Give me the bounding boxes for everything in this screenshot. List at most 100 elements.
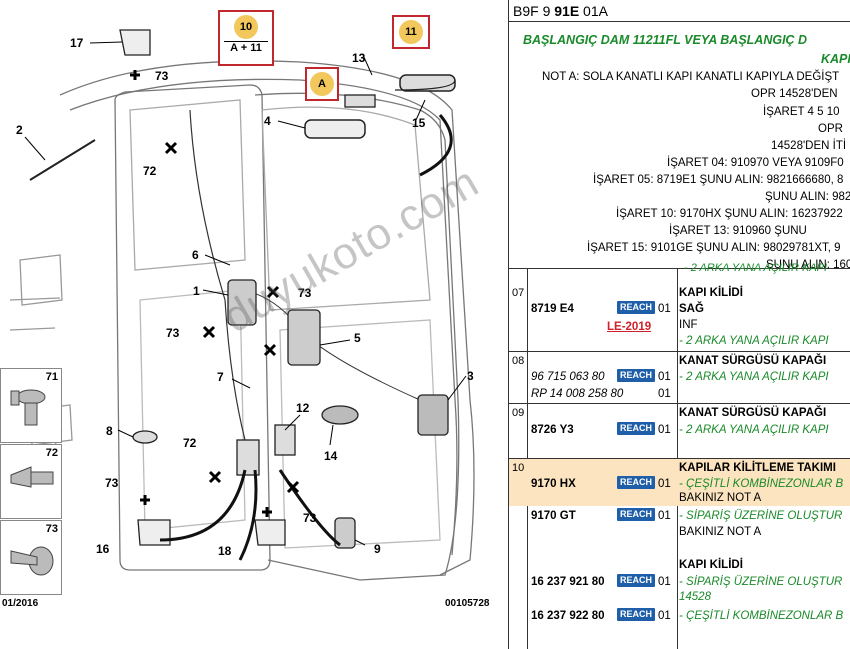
door-left-outline <box>114 84 271 571</box>
notes-section: BAŞLANGIÇ DAM 11211FL VEYA BAŞLANGIÇ D K… <box>509 22 850 268</box>
parts-table: - 2 ARKA YANA AÇILIR KAPI 07 8719 E4 REA… <box>509 262 850 649</box>
callout: 73 <box>105 476 119 490</box>
parts-panel: B9F 9 91E 01A BAŞLANGIÇ DAM 11211FL VEYA… <box>508 0 850 649</box>
desc-line: - ÇEŞİTLİ KOMBİNEZONLAR B <box>679 610 844 622</box>
diagram-date: 01/2016 <box>2 598 39 609</box>
window-right <box>261 106 431 311</box>
ref-box-a: A <box>305 67 339 101</box>
desc-line: - 2 ARKA YANA AÇILIR KAPI <box>679 424 829 436</box>
ref-badge-10: 10 <box>234 15 258 39</box>
table-row[interactable]: 16 237 922 80 REACH 01 - ÇEŞİTLİ KOMBİNE… <box>509 608 850 649</box>
reach-badge: REACH <box>617 574 655 587</box>
callout: 73 <box>303 511 317 525</box>
callout: 12 <box>296 401 310 415</box>
legend-num: 73 <box>45 523 58 535</box>
desc-line: - SİPARİŞ ÜZERİNE OLUŞTUR <box>679 510 843 522</box>
note-line: ŞUNU ALIN: 982 <box>765 191 850 203</box>
part-number: 8719 E4 <box>531 303 574 315</box>
quantity: 01 <box>658 303 671 315</box>
note-line: 14528'DEN İTİ <box>771 140 847 152</box>
screw-icon <box>10 466 54 488</box>
desc-line: BAKINIZ NOT A <box>679 526 762 538</box>
callout: 5 <box>354 331 361 345</box>
reach-badge: REACH <box>617 422 655 435</box>
callout: 15 <box>412 116 426 130</box>
part-number: 8726 Y3 <box>531 424 574 436</box>
callout: 6 <box>192 248 199 262</box>
callout: 72 <box>183 436 197 450</box>
callout: 9 <box>374 542 381 556</box>
part-title: KANAT SÜRGÜSÜ KAPAĞI <box>679 407 827 419</box>
callout: 13 <box>352 51 366 65</box>
part-title: KAPI KİLİDİ <box>679 559 743 571</box>
part-title: KANAT SÜRGÜSÜ KAPAĞI <box>679 355 827 367</box>
note-line: İŞARET 4 5 10 <box>763 106 840 118</box>
reach-badge: REACH <box>617 301 655 314</box>
callout: 73 <box>155 69 169 83</box>
screw-icon <box>10 546 54 576</box>
table-row[interactable]: 16 237 921 80 REACH 01 - SİPARİŞ ÜZERİNE… <box>509 574 850 608</box>
quantity: 01 <box>658 610 671 622</box>
callout: 3 <box>467 369 474 383</box>
reach-badge: REACH <box>617 508 655 521</box>
reference-title: B9F 9 91E 01A <box>509 0 850 22</box>
callout: 72 <box>143 164 157 178</box>
legend-num: 72 <box>45 447 58 459</box>
screw-icon <box>10 389 46 426</box>
note-line: İŞARET 10: 9170HX ŞUNU ALIN: 16237922 <box>616 208 843 220</box>
part-title: KAPILAR KİLİTLEME TAKIMI <box>679 462 836 474</box>
note-line: NOT A: SOLA KANATLI KAPI KANATLI KAPIYLA… <box>542 71 840 83</box>
reach-badge: REACH <box>617 608 655 621</box>
row-index: 09 <box>512 407 525 419</box>
callout: 4 <box>264 114 271 128</box>
note-line: OPR 14528'DEN <box>751 88 838 100</box>
ref-box-10: 10 A + 11 <box>218 10 274 66</box>
row-index: 07 <box>512 287 525 299</box>
desc-line: INF <box>679 319 698 331</box>
note-line: İŞARET 04: 910970 VEYA 9109F0 <box>667 157 844 169</box>
desc-line: BAKINIZ NOT A <box>679 492 762 504</box>
table-row[interactable]: KAPI KİLİDİ <box>509 546 850 574</box>
table-row-selected[interactable]: 10 9170 HX REACH 01 KAPILAR KİLİTLEME TA… <box>509 459 850 506</box>
callout: 1 <box>193 284 200 298</box>
ref-sub-10: A + 11 <box>224 41 268 54</box>
callout: 8 <box>106 424 113 438</box>
callout: 7 <box>217 370 224 384</box>
desc-line: - 2 ARKA YANA AÇILIR KAPI <box>679 371 829 383</box>
quantity: 01 <box>658 510 671 522</box>
table-row[interactable]: 09 8726 Y3 REACH 01 KANAT SÜRGÜSÜ KAPAĞI… <box>509 404 850 459</box>
callout: 16 <box>96 542 110 556</box>
le-badge: LE-2019 <box>607 321 652 333</box>
callout: 18 <box>218 544 232 558</box>
legend-cell-72: 72 <box>0 444 62 519</box>
ref-box-11: 11 <box>392 15 430 49</box>
row-index: 08 <box>512 355 525 367</box>
exploded-diagram: 10 A + 11 A 11 17 73 2 72 6 1 73 73 5 7 … <box>0 10 490 609</box>
legend-cell-71: 71 <box>0 368 62 443</box>
table-row[interactable]: 08 96 715 063 80 RP 14 008 258 80 REACH … <box>509 352 850 404</box>
drawing-number: 00105728 <box>445 598 490 609</box>
callout: 14 <box>324 449 338 463</box>
quantity-2: 01 <box>658 388 671 400</box>
ref-badge-a: A <box>310 72 334 96</box>
part-title: KAPI KİLİDİ <box>679 287 743 299</box>
ref-badge-11: 11 <box>399 20 423 44</box>
reach-badge: REACH <box>617 476 655 489</box>
desc-line: - SİPARİŞ ÜZERİNE OLUŞTUR <box>679 576 843 588</box>
desc-line: 14528 <box>679 591 711 603</box>
cut-line: - 2 ARKA YANA AÇILIR KAPI <box>684 262 828 274</box>
part-number: 96 715 063 80 <box>531 371 605 383</box>
frame-outline <box>59 60 475 576</box>
note-line: ŞUNU ALIN: 160 <box>766 259 850 268</box>
window-left <box>129 99 246 271</box>
note-line: İŞARET 13: 910960 ŞUNU <box>669 225 807 237</box>
note-line: İŞARET 05: 8719E1 ŞUNU ALIN: 9821666680,… <box>593 174 844 186</box>
part-number: 16 237 921 80 <box>531 576 605 588</box>
ref-bold: 91E <box>554 3 580 19</box>
door-right-outline <box>254 92 460 581</box>
note-line: İŞARET 15: 9101GE ŞUNU ALIN: 98029781XT,… <box>587 242 841 254</box>
callout: 73 <box>298 286 312 300</box>
quantity: 01 <box>658 424 671 436</box>
table-row[interactable]: 07 8719 E4 REACH 01 LE-2019 KAPI KİLİDİ … <box>509 283 850 352</box>
table-row[interactable]: 9170 GT REACH 01 - SİPARİŞ ÜZERİNE OLUŞT… <box>509 506 850 546</box>
